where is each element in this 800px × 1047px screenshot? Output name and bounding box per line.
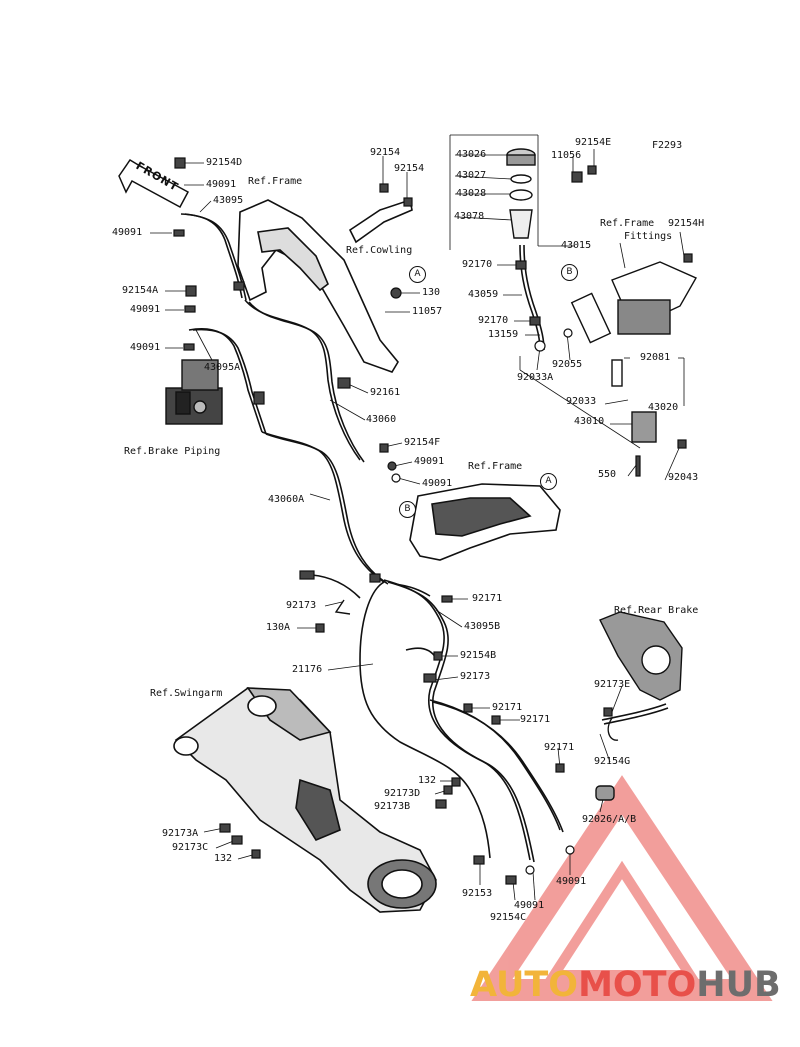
part-label: 13159 <box>488 329 519 340</box>
master-cylinder <box>570 261 697 443</box>
part-label: 92173D <box>384 788 421 799</box>
part-label: 49091 <box>556 876 587 887</box>
marker-b: B <box>561 264 578 281</box>
rear-caliper <box>595 785 615 801</box>
part-label: 130 <box>422 287 441 298</box>
brake-hoses <box>180 213 669 863</box>
part-label: 92153 <box>462 888 493 899</box>
part-label: 43060 <box>366 414 397 425</box>
part-label: 92154E <box>575 137 612 148</box>
watermark-part-auto: AUTO <box>470 965 579 1005</box>
part-label: 92154H <box>668 218 705 229</box>
part-label: 130A <box>266 622 291 633</box>
marker-a: A <box>540 473 557 490</box>
part-label: 92026/A/B <box>582 814 637 825</box>
ref-rear-brake: Ref.Rear Brake <box>614 605 699 616</box>
part-label: 92033A <box>517 372 554 383</box>
part-label: 43095B <box>464 621 501 632</box>
part-label: 92173A <box>162 828 199 839</box>
part-label: 43026 <box>456 149 487 160</box>
part-label: 43020 <box>648 402 679 413</box>
part-label: 92154G <box>594 756 631 767</box>
part-label: 43059 <box>468 289 499 300</box>
ref-cowling: Ref.Cowling <box>346 245 413 256</box>
part-label: 49091 <box>422 478 453 489</box>
part-label: 550 <box>598 469 617 480</box>
part-label: 43060A <box>268 494 305 505</box>
part-label: 43028 <box>456 188 487 199</box>
part-label: 92033 <box>566 396 597 407</box>
part-label: 92173C <box>172 842 209 853</box>
watermark-part-hub: HUB <box>696 965 781 1005</box>
abs-unit <box>165 359 223 425</box>
part-label: 92154A <box>122 285 159 296</box>
rear-brake-bracket <box>599 611 683 701</box>
part-label: 92173E <box>594 679 631 690</box>
bolts <box>173 157 693 885</box>
part-label: 92154 <box>370 147 401 158</box>
part-label: 49091 <box>130 304 161 315</box>
part-label: 92154D <box>206 157 243 168</box>
part-label: 92171 <box>472 593 503 604</box>
ref-frame-fittings-1: Ref.Frame <box>600 218 655 229</box>
frame-mid <box>409 483 561 561</box>
part-label: 92154C <box>490 912 527 923</box>
part-label: 49091 <box>112 227 143 238</box>
part-label: 11056 <box>551 150 582 161</box>
part-label: 49091 <box>206 179 237 190</box>
ref-frame-mid: Ref.Frame <box>468 461 523 472</box>
part-label: 92043 <box>668 472 699 483</box>
frame-upper <box>237 198 413 373</box>
ref-brake-piping: Ref.Brake Piping <box>124 446 221 457</box>
reservoir <box>506 148 536 239</box>
figure-code: F2293 <box>652 140 683 151</box>
part-label: 43078 <box>454 211 485 222</box>
part-label: 92171 <box>520 714 551 725</box>
part-label: 92154F <box>404 437 441 448</box>
part-label: 92173 <box>286 600 317 611</box>
part-label: 43027 <box>456 170 487 181</box>
watermark-triangle <box>471 775 773 1001</box>
ref-frame-fittings-2: Fittings <box>624 231 673 242</box>
part-label: 43095A <box>204 362 241 373</box>
part-label: 43095 <box>213 195 244 206</box>
ref-swingarm: Ref.Swingarm <box>150 688 223 699</box>
part-label: 92161 <box>370 387 401 398</box>
part-label: 11057 <box>412 306 443 317</box>
part-label: 43010 <box>574 416 605 427</box>
part-label: 92170 <box>478 315 509 326</box>
part-label: 92173 <box>460 671 491 682</box>
part-label: 49091 <box>414 456 445 467</box>
swingarm <box>173 687 437 913</box>
marker-a: A <box>409 266 426 283</box>
part-label: 43015 <box>561 240 592 251</box>
clip-ring <box>334 599 619 741</box>
part-label: 49091 <box>130 342 161 353</box>
part-label: 92055 <box>552 359 583 370</box>
part-label: 92171 <box>544 742 575 753</box>
part-label: 49091 <box>514 900 545 911</box>
part-label: 92081 <box>640 352 671 363</box>
part-label: 132 <box>214 853 233 864</box>
watermark-part-moto: MOTO <box>578 965 697 1005</box>
part-label: 132 <box>418 775 437 786</box>
part-label: 92154 <box>394 163 425 174</box>
part-label: 21176 <box>292 664 323 675</box>
watermark-logo: AUTOMOTOHUB <box>470 960 800 1010</box>
front-arrow-icon <box>118 158 190 209</box>
ref-frame-top: Ref.Frame <box>248 176 303 187</box>
marker-b: B <box>399 501 416 518</box>
part-label: 92171 <box>492 702 523 713</box>
part-label: 92173B <box>374 801 411 812</box>
part-label: 92170 <box>462 259 493 270</box>
part-label: 92154B <box>460 650 497 661</box>
